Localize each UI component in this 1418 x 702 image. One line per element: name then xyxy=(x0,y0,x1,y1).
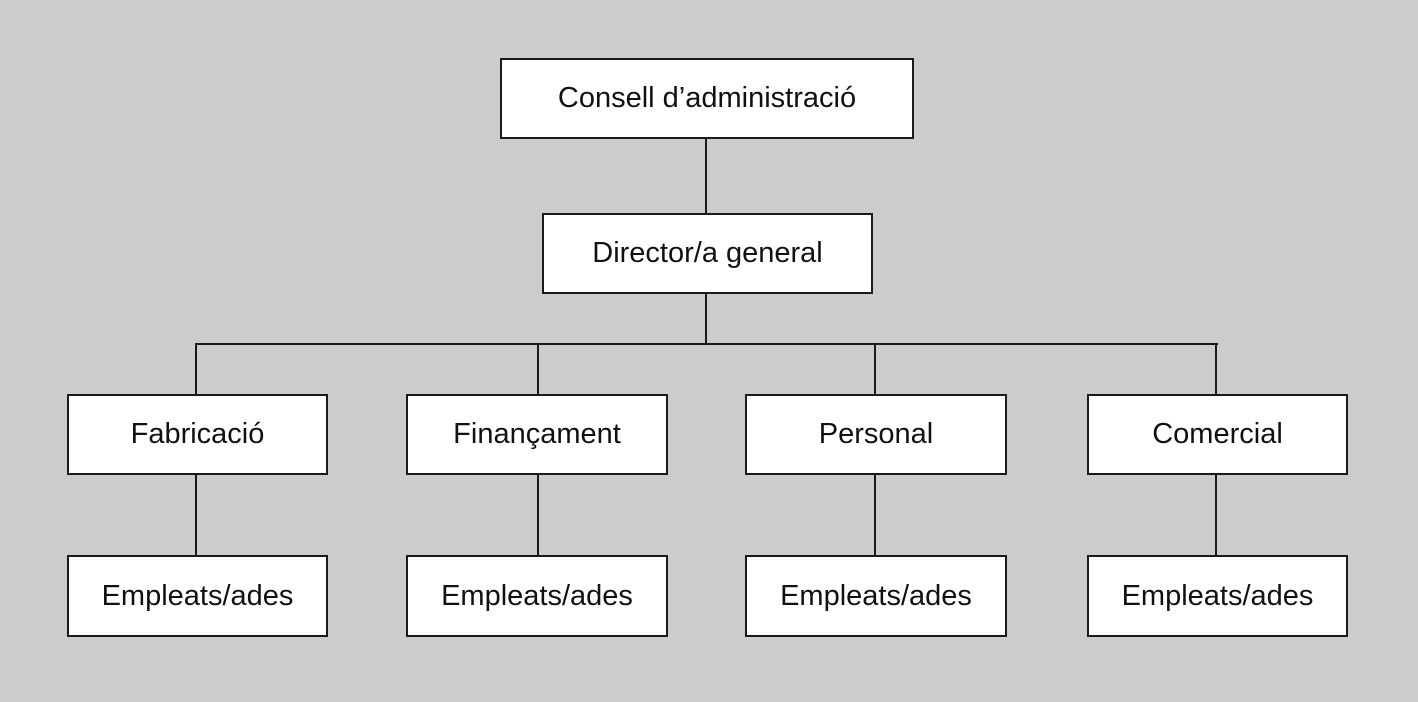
connector-line xyxy=(1215,475,1217,555)
node-department: Fabricació xyxy=(67,394,328,475)
connector-line xyxy=(705,294,707,344)
connector-line xyxy=(195,343,197,394)
node-director: Director/a general xyxy=(542,213,873,294)
connector-line xyxy=(705,139,707,213)
connector-line xyxy=(874,343,876,394)
node-staff: Empleats/ades xyxy=(1087,555,1348,637)
connector-line xyxy=(874,475,876,555)
node-staff: Empleats/ades xyxy=(745,555,1007,637)
node-staff: Empleats/ades xyxy=(67,555,328,637)
connector-line xyxy=(195,475,197,555)
node-department: Personal xyxy=(745,394,1007,475)
connector-line xyxy=(1215,343,1217,394)
connector-bus xyxy=(195,343,1218,345)
node-staff: Empleats/ades xyxy=(406,555,668,637)
connector-line xyxy=(537,343,539,394)
node-board: Consell d’administració xyxy=(500,58,914,139)
node-department: Comercial xyxy=(1087,394,1348,475)
connector-line xyxy=(537,475,539,555)
node-department: Finançament xyxy=(406,394,668,475)
